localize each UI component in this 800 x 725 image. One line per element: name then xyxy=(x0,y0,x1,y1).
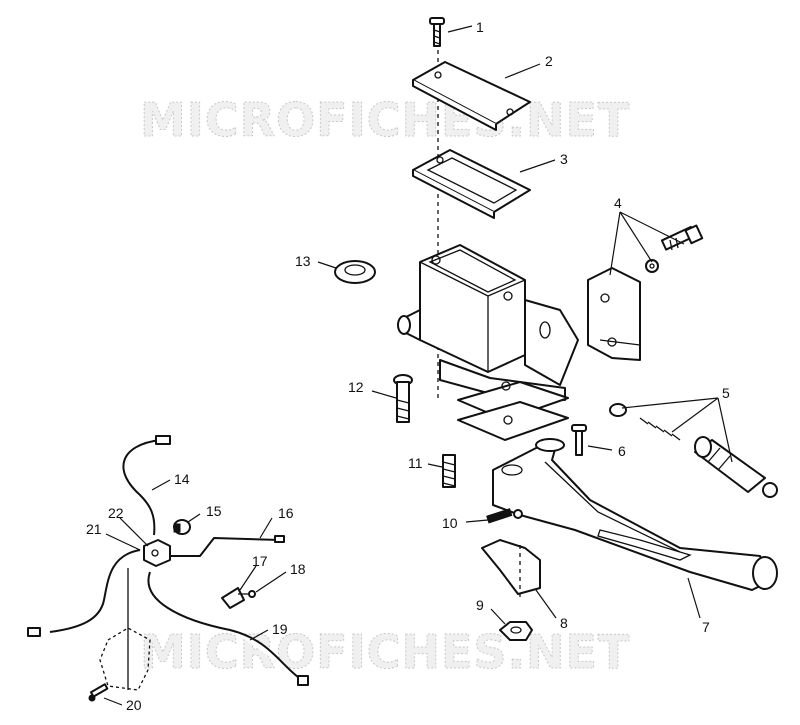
callout-17: 17 xyxy=(252,553,268,569)
brake-lever-part[interactable] xyxy=(492,438,778,591)
callout-12: 12 xyxy=(348,379,364,395)
retaining-screw-part[interactable] xyxy=(88,683,109,702)
callout-22: 22 xyxy=(108,505,124,521)
left-brake-hose-part[interactable] xyxy=(49,549,141,633)
small-fitting-part[interactable] xyxy=(248,590,256,598)
clamp-part[interactable] xyxy=(587,224,704,361)
callout-1: 1 xyxy=(476,19,484,35)
screw-part[interactable] xyxy=(429,17,445,47)
callout-13: 13 xyxy=(295,253,311,269)
watermark-top: MICROFICHES.NET xyxy=(140,93,630,147)
watermark-bottom: MICROFICHES.NET xyxy=(140,625,630,679)
callout-3: 3 xyxy=(560,151,568,167)
brake-light-switch-part[interactable] xyxy=(221,587,252,609)
callout-7: 7 xyxy=(702,619,710,635)
callout-8: 8 xyxy=(560,615,568,631)
brake-line-part[interactable] xyxy=(170,537,281,557)
callout-10: 10 xyxy=(442,515,458,531)
callout-21: 21 xyxy=(86,521,102,537)
callout-19: 19 xyxy=(272,621,288,637)
leader-lines xyxy=(103,25,733,706)
lock-nut-part[interactable] xyxy=(499,621,533,641)
gasket-part[interactable] xyxy=(412,149,531,219)
master-cylinder-body-part[interactable] xyxy=(397,244,579,441)
junction-block-part[interactable] xyxy=(143,539,171,567)
callout-18: 18 xyxy=(290,561,306,577)
piston-assembly-part[interactable] xyxy=(609,403,778,498)
upper-hose-fitting xyxy=(155,435,171,445)
set-screw-part[interactable] xyxy=(442,454,456,488)
upper-brake-hose-part[interactable] xyxy=(122,439,161,536)
callout-11: 11 xyxy=(408,455,423,471)
callout-2: 2 xyxy=(545,53,553,69)
seal-ring-part[interactable] xyxy=(334,260,376,284)
callout-9: 9 xyxy=(476,597,484,613)
reservoir-cover-part[interactable] xyxy=(412,61,531,131)
banjo-fitting-part[interactable] xyxy=(173,519,191,535)
callout-20: 20 xyxy=(126,697,142,713)
callout-5: 5 xyxy=(722,385,730,401)
pivot-pin-part[interactable] xyxy=(571,424,587,456)
adjuster-screw-part[interactable] xyxy=(486,508,523,524)
callout-6: 6 xyxy=(618,443,626,459)
lever-pad-part[interactable] xyxy=(481,539,541,600)
callout-4: 4 xyxy=(614,195,622,211)
callout-16: 16 xyxy=(278,505,294,521)
lower-brake-hose-part[interactable] xyxy=(147,571,303,681)
mounting-bolt-part[interactable] xyxy=(393,374,413,423)
callout-14: 14 xyxy=(174,471,190,487)
callout-15: 15 xyxy=(206,503,222,519)
